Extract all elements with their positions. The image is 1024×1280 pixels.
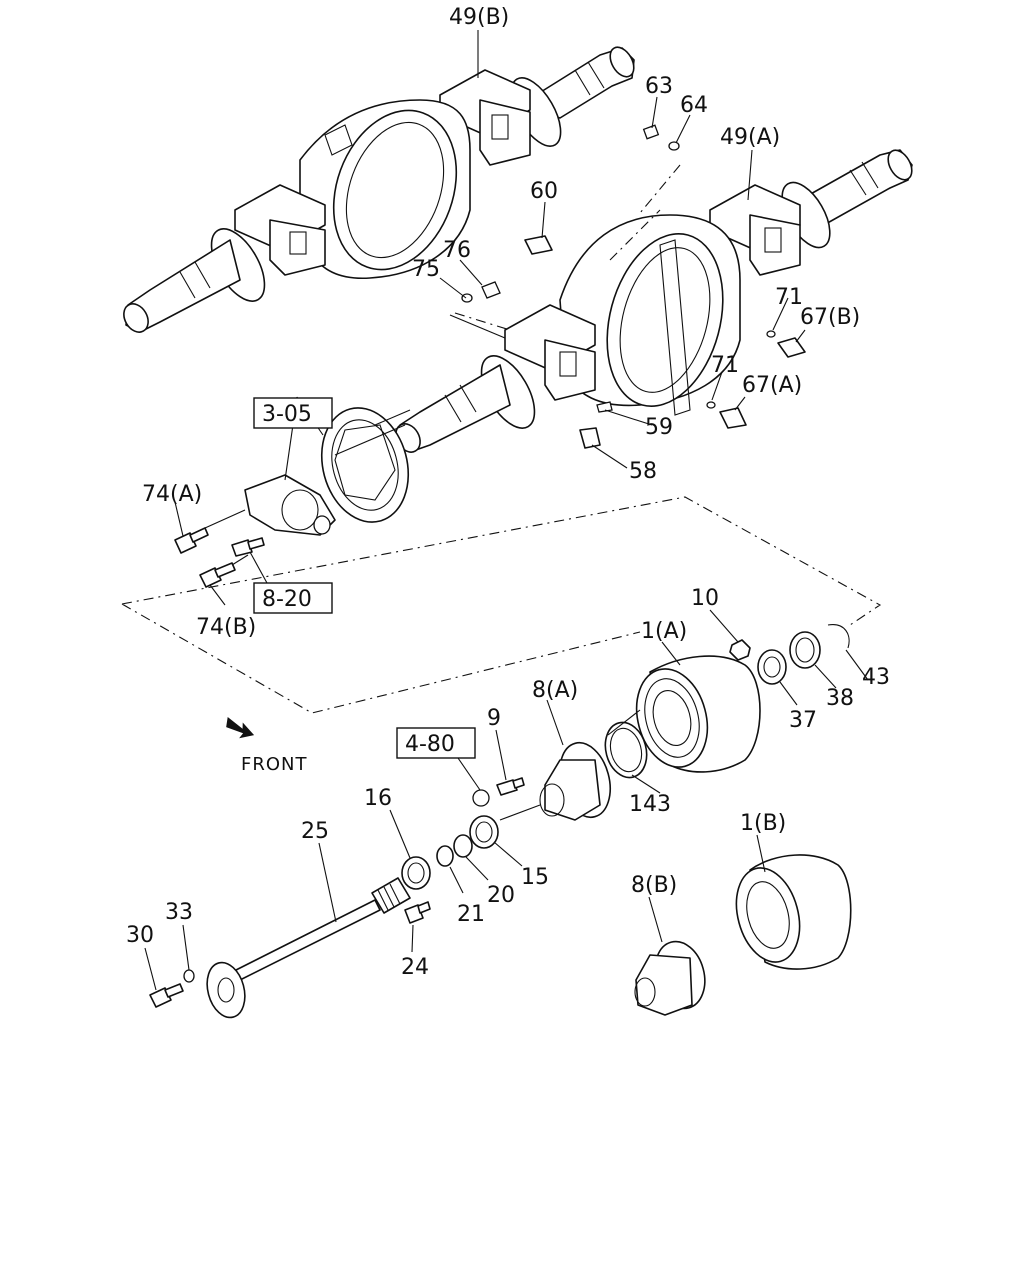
callout-21: 21 — [457, 902, 485, 927]
callout-33: 33 — [165, 900, 193, 925]
callout-38: 38 — [826, 686, 854, 711]
callout-20: 20 — [487, 883, 515, 908]
ref-box-8-20-label: 8-20 — [262, 587, 312, 612]
callout-63: 63 — [645, 74, 673, 99]
ref-box-4-80-label: 4-80 — [405, 732, 455, 757]
callout-1b: 1(B) — [740, 811, 786, 836]
bolt-74a — [174, 527, 209, 554]
callout-49b: 49(B) — [449, 5, 509, 30]
callout-24: 24 — [401, 955, 429, 980]
brake-backing-plate — [320, 407, 410, 523]
leader-lines — [144, 30, 869, 991]
callout-58: 58 — [629, 459, 657, 484]
callout-60: 60 — [530, 179, 558, 204]
callout-74b: 74(B) — [196, 615, 256, 640]
callout-1a: 1(A) — [641, 619, 687, 644]
callout-labels: 49(B) 63 64 49(A) 60 76 75 71 67(B) 71 6… — [126, 5, 890, 980]
stud-8-20 — [231, 537, 265, 557]
axle-housing-front — [395, 149, 913, 453]
stud-9 — [496, 777, 525, 796]
callout-10: 10 — [691, 586, 719, 611]
callout-16: 16 — [364, 786, 392, 811]
callout-37: 37 — [789, 708, 817, 733]
callout-49a: 49(A) — [720, 125, 780, 150]
callout-64: 64 — [680, 93, 708, 118]
callout-71-lower: 71 — [711, 353, 739, 378]
callout-25: 25 — [301, 819, 329, 844]
gear-ring-143 — [604, 721, 648, 779]
front-label: FRONT — [241, 754, 308, 775]
assembly-dashline-upper-3 — [639, 164, 681, 214]
bearing-15 — [469, 815, 499, 849]
nut-10 — [729, 639, 751, 661]
axle-housing-rear — [123, 46, 635, 333]
bolt-30 — [149, 983, 184, 1008]
callout-59: 59 — [645, 415, 673, 440]
front-arrow-icon — [226, 717, 255, 739]
callout-143: 143 — [629, 792, 671, 817]
housing-fasteners — [461, 124, 806, 449]
hub-8a — [539, 741, 611, 821]
callout-8b: 8(B) — [631, 873, 677, 898]
hub-8b — [634, 940, 706, 1016]
ref-box-4-80[interactable]: 4-80 — [396, 727, 476, 759]
callout-8a: 8(A) — [532, 678, 578, 703]
callout-43: 43 — [862, 665, 890, 690]
assembly-dashline-boundary — [121, 496, 882, 714]
callout-9: 9 — [487, 706, 501, 731]
callout-67a: 67(A) — [742, 373, 802, 398]
ref-box-3-05-label: 3-05 — [262, 402, 312, 427]
oil-seal-retainer — [244, 474, 336, 536]
callout-15: 15 — [521, 865, 549, 890]
ref-box-8-20[interactable]: 8-20 — [253, 582, 333, 614]
nut-4-80 — [472, 789, 490, 807]
callout-30: 30 — [126, 923, 154, 948]
callout-67b: 67(B) — [800, 305, 860, 330]
callout-76: 76 — [443, 238, 471, 263]
bolt-24 — [404, 901, 431, 924]
callout-74a: 74(A) — [142, 482, 202, 507]
assembly-dashline-upper-1 — [454, 312, 511, 331]
washer-33 — [183, 969, 195, 983]
brake-drum-1b — [735, 854, 852, 970]
seal-38 — [789, 631, 821, 669]
axle-shaft-25 — [206, 877, 411, 1019]
bolt-74b — [199, 562, 236, 588]
seal-37 — [757, 649, 787, 685]
brake-drum-1a — [635, 655, 761, 773]
ref-box-3-05[interactable]: 3-05 — [253, 397, 333, 429]
snap-ring-43 — [827, 624, 850, 649]
nut-21 — [436, 845, 454, 867]
seal-16 — [401, 856, 431, 890]
callout-75: 75 — [412, 257, 440, 282]
washer-20 — [453, 834, 473, 858]
callout-71-upper: 71 — [775, 285, 803, 310]
